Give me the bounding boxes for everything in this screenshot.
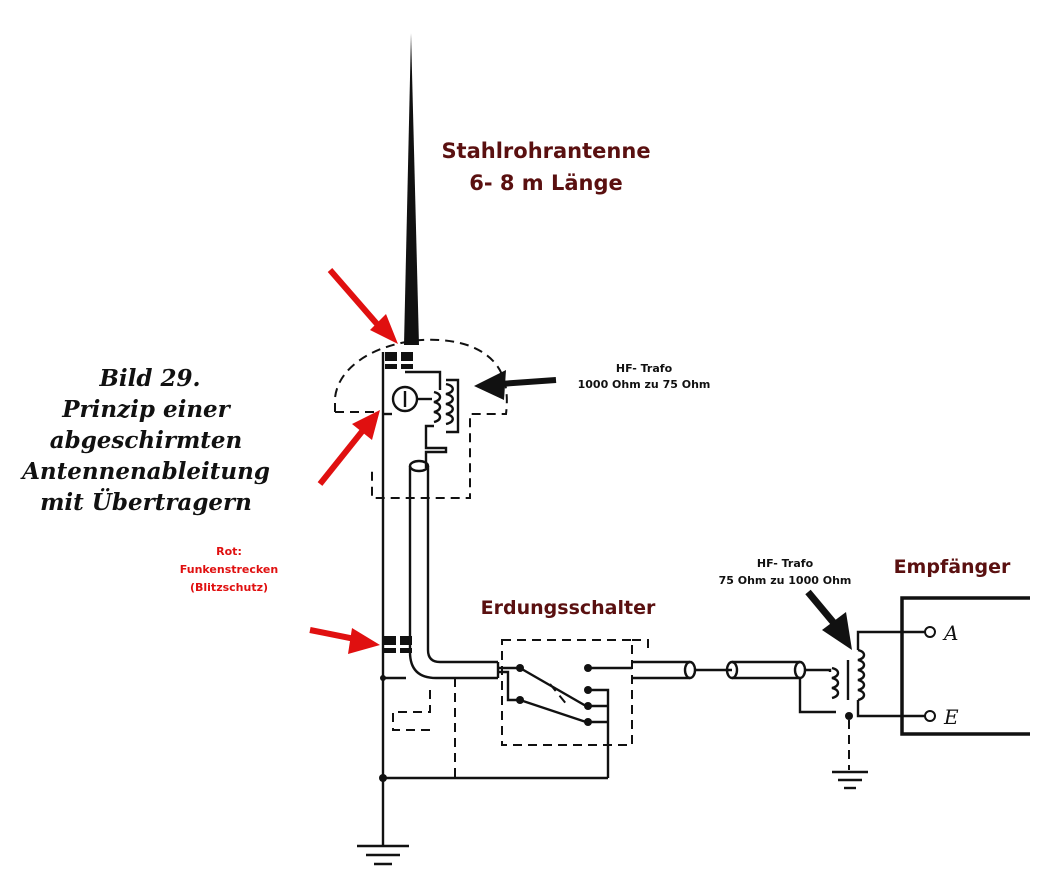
ground-symbol-receiver <box>832 770 868 790</box>
spark-gap-top <box>385 352 413 369</box>
hf-transformer-right <box>831 630 928 770</box>
black-arrow-top <box>474 370 506 400</box>
terminal-e-label: E <box>943 705 959 729</box>
transformer-shield <box>334 338 508 499</box>
coax-downlead <box>408 466 498 680</box>
svg-text:Bild 29.: Bild 29. <box>98 365 200 392</box>
hf-trafo-top-title: HF- Trafo <box>616 362 673 375</box>
receiver-box <box>900 596 1030 736</box>
terminal-e-jack[interactable] <box>924 710 936 722</box>
terminal-a-label: A <box>942 621 958 645</box>
ground-symbol-main <box>357 844 409 866</box>
svg-text:Prinzip einer: Prinzip einer <box>61 396 231 423</box>
ground-switch-box <box>501 639 633 746</box>
svg-text:mit Übertragern: mit Übertragern <box>40 488 252 516</box>
ground-switch <box>498 664 632 778</box>
hf-transformer-top <box>383 370 460 468</box>
svg-text:Antennenableitung: Antennenableitung <box>20 458 270 485</box>
figure-caption: Bild 29. Prinzip einer abgeschirmten Ant… <box>20 365 270 516</box>
antenna-length: 6- 8 m Länge <box>469 171 623 195</box>
black-arrow-right <box>822 612 852 650</box>
spark-gap-bottom <box>384 636 412 653</box>
terminal-a-jack[interactable] <box>924 626 936 638</box>
red-arrows <box>309 268 398 654</box>
antenna-title: Stahlrohrantenne <box>441 139 650 163</box>
steel-tube-antenna <box>404 33 419 345</box>
red-arrow-1 <box>327 268 387 334</box>
ground-switch-label: Erdungsschalter <box>481 597 656 619</box>
svg-text:abgeschirmten: abgeschirmten <box>50 427 243 454</box>
svg-text:Rot:: Rot: <box>216 545 242 558</box>
hf-trafo-top-ratio: 1000 Ohm zu 75 Ohm <box>578 378 711 391</box>
spark-gap-legend: Rot: Funkenstrecken (Blitzschutz) <box>180 545 278 594</box>
black-arrows <box>474 370 852 650</box>
svg-text:Funkenstrecken: Funkenstrecken <box>180 563 278 576</box>
hf-trafo-right-title: HF- Trafo <box>757 557 814 570</box>
red-arrow-2 <box>317 422 371 486</box>
hf-trafo-right-ratio: 75 Ohm zu 1000 Ohm <box>719 574 852 587</box>
svg-text:(Blitzschutz): (Blitzschutz) <box>190 581 268 594</box>
receiver-label: Empfänger <box>894 556 1011 578</box>
